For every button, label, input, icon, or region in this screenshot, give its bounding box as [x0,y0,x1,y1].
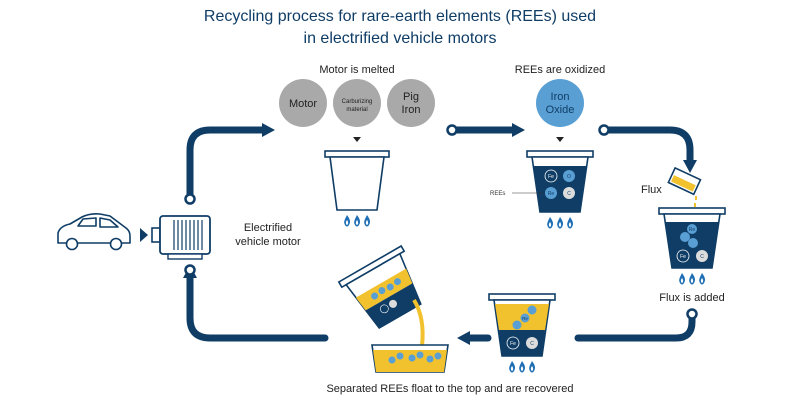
title-line-2: in electrified vehicle motors [303,30,497,47]
rees-are-oxidized-label: REEs are oxidized [514,64,606,76]
c-label-2: C [700,254,704,260]
flow-path [186,126,696,342]
car-icon [57,213,131,251]
pour-stream [412,298,425,347]
re-label-1: Re [548,191,555,197]
pouring-crucible [337,244,422,330]
iron-oxide-label-2: Oxide [546,104,575,116]
down-triangle-2 [556,137,564,142]
pig-iron-label-1: Pig [403,91,419,103]
fe-label-3: Fe [510,341,516,347]
o-label-1: O [567,174,571,180]
flames-2 [547,217,574,229]
flames-4 [509,361,536,373]
title-line-1: Recycling process for rare-earth element… [203,8,597,25]
separation-crucible [488,293,556,357]
pig-iron-label-2: Iron [402,104,421,116]
flames-3 [679,273,706,285]
re-label-2: Re [689,227,696,233]
electric-motor-icon [151,215,211,260]
oxidizing-crucible [526,150,594,213]
fe-label-2: Fe [680,254,686,260]
flux-is-added-label: Flux is added [659,292,725,304]
c-label-3: C [530,341,534,347]
separated-rees-label: Separated REEs float to the top and are … [326,383,574,395]
flux-particles [676,224,708,263]
motor-is-melted-label: Motor is melted [319,64,395,76]
electrified-motor-label: Electrified vehicle motor [235,222,301,248]
motor-input-label: Motor [289,98,317,110]
separation-particles [506,305,538,350]
carburizing-label-1: Carburizing [342,99,373,105]
c-label-1: C [567,191,571,197]
fe-label-1: Fe [548,174,554,180]
rees-pointer-label: REEs [490,191,505,197]
input-circles [279,79,435,127]
flow-nodes [184,124,698,320]
flux-crucible [658,207,726,269]
oxidizing-particles [544,169,575,199]
flux-label: Flux [641,184,662,196]
iron-oxide-circle [536,79,584,127]
re-label-3: Re [522,316,528,321]
carburizing-label-2: material [346,107,367,113]
iron-oxide-label-1: Iron [551,91,570,103]
down-triangle-1 [353,137,361,142]
empty-crucible [324,150,390,211]
collecting-tray [371,344,449,373]
flux-box-icon [667,166,702,196]
flames-1 [344,215,371,227]
